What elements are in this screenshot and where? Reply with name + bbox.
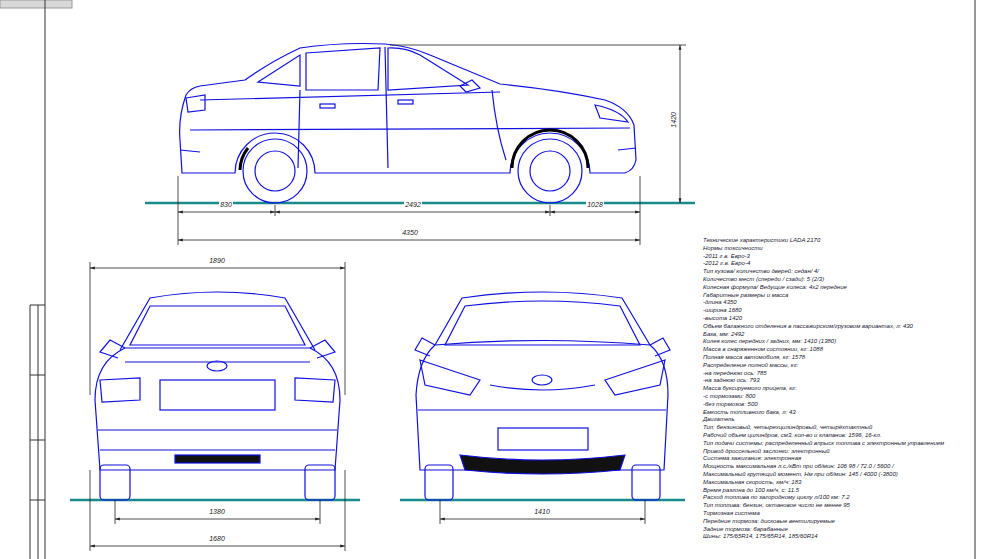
spec-line: Распределение полной массы, кг:: [703, 362, 798, 369]
spec-line: -с тормозами: 800: [703, 393, 755, 400]
spec-line: Максимальная скорость, км/ч: 183: [703, 479, 801, 486]
spec-line: -на переднюю ось: 785: [703, 370, 767, 377]
rear-view: [95, 292, 340, 500]
spec-line: Расход топлива по загородному циклу л/10…: [703, 494, 850, 501]
spec-line: Масса в снаряженном состоянии, кг: 1088: [703, 346, 823, 353]
spec-line: Максимальный крутящий момент, Нм при об/…: [703, 471, 898, 478]
dimension-label: 1410: [533, 508, 551, 516]
spec-line: Задние тормоза: барабанные: [703, 526, 788, 533]
dimension-label: 4350: [401, 229, 419, 237]
ground-line: [70, 203, 695, 500]
sheet-frame: [30, 0, 975, 559]
spec-line: Емкость топливного бака, л: 43: [703, 409, 796, 416]
spec-line: -ширина 1680: [703, 307, 742, 314]
spec-line: Передние тормоза: дисковые вентилируемые: [703, 518, 835, 525]
spec-line: Тип: бензиновый, четырехцилиндровый, чет…: [703, 424, 872, 431]
dimension-label: 1890: [208, 257, 226, 265]
spec-line: -на заднюю ось: 793: [703, 377, 760, 384]
spec-line: Привод дроссельной заслонки: электронный: [703, 448, 830, 455]
spec-line: Количество мест (спереди / сзади): 5 (2/…: [703, 276, 824, 283]
spec-line: Объем багажного отделения в пассажирском…: [703, 323, 913, 330]
spec-line: Тип кузова/ количество дверей: седан/ 4/: [703, 268, 819, 275]
spec-line: Мощность максимальная л.с./кВт при об/ми…: [703, 463, 894, 470]
spec-line: -2011 г.в. Евро-3: [703, 253, 750, 260]
spec-line: Колея колес передних / задних, мм: 1410 …: [703, 338, 836, 345]
dimension-label: 1420: [670, 111, 678, 129]
spec-line: -2012 г.в. Евро-4: [703, 260, 750, 267]
dimension-label: 1028: [586, 201, 604, 209]
side-view: [180, 44, 636, 204]
spec-heading: Технические характеристики LADA 2170: [703, 237, 820, 244]
dimension-label: 2492: [404, 201, 422, 209]
spec-line: -длина 4350: [703, 299, 737, 306]
spec-line: Нормы токсичности: [703, 245, 763, 252]
spec-line: Тип подачи системы: распределенный впрыс…: [703, 440, 944, 447]
spec-line: База, мм: 2492: [703, 331, 744, 338]
spec-line: Полная масса автомобиля, кг: 1578: [703, 354, 805, 361]
spec-line: Масса буксируемого прицепа, кг:: [703, 385, 797, 392]
dimension-label: 1680: [208, 535, 226, 543]
spec-line: Шины: 175/65R14, 175/65R14, 185/60R14: [703, 533, 818, 540]
front-view: [415, 292, 670, 500]
dimension-label: 830: [219, 201, 233, 209]
spec-line: Система зажигания: электронная: [703, 455, 801, 462]
spec-line: Колесная формула/ Ведущие колеса: 4х2 пе…: [703, 284, 847, 291]
dimension-lines: [90, 45, 686, 551]
spec-line: Рабочий объем цилиндров, см3, кол-во и к…: [703, 432, 881, 439]
spec-line: Габаритные размеры и масса: [703, 292, 788, 299]
spec-line: Время разгона до 100 км/ч, с: 11.5: [703, 487, 799, 494]
dimension-label: 1380: [208, 508, 226, 516]
spec-line: Двигатель: [703, 416, 735, 423]
corner-tab: [0, 0, 72, 8]
spec-line: Тормозная система: [703, 510, 760, 517]
spec-line: -высота 1420: [703, 315, 742, 322]
spec-line: -без тормозов: 500: [703, 401, 758, 408]
spec-line: Тип топлива: бензин, октановое число не …: [703, 502, 850, 509]
